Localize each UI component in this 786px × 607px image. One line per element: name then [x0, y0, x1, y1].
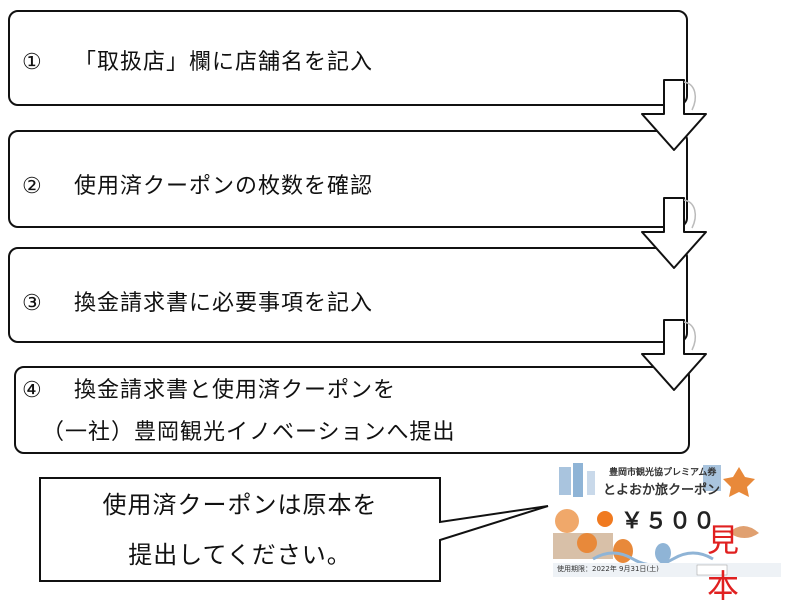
step-1-label: 「取扱店」欄に店舗名を記入: [74, 50, 374, 75]
step-3-text: ③ 換金請求書に必要事項を記入: [22, 285, 373, 317]
step-4-line-2: （一社）豊岡観光イノベーションへ提出: [42, 414, 456, 446]
step-1-text: ① 「取扱店」欄に店舗名を記入: [22, 44, 373, 76]
step-3-box: ③ 換金請求書に必要事項を記入: [8, 247, 688, 343]
step-4-box: ④ 換金請求書と使用済クーポンを （一社）豊岡観光イノベーションへ提出: [14, 366, 690, 454]
callout-text: 使用済クーポンは原本を 提出してください。: [40, 480, 440, 580]
callout-line-1: 使用済クーポンは原本を: [102, 491, 378, 519]
step-2-label: 使用済クーポンの枚数を確認: [74, 174, 374, 199]
step-1-box: ① 「取扱店」欄に店舗名を記入: [8, 10, 688, 106]
coupon-title: とよおか旅クーポン: [603, 483, 721, 498]
step-4-line-1: ④ 換金請求書と使用済クーポンを: [22, 372, 396, 404]
callout-line-2: 提出してください。: [128, 541, 352, 569]
step-4-label-line-2: （一社）豊岡観光イノベーションへ提出: [42, 420, 456, 445]
coupon-amount: ￥５００: [621, 509, 718, 534]
sample-stamp: 見本: [707, 521, 758, 605]
step-1-number: ①: [22, 50, 43, 75]
down-arrow-icon: [641, 319, 707, 391]
step-2-box: ② 使用済クーポンの枚数を確認: [8, 130, 688, 228]
step-3-label: 換金請求書に必要事項を記入: [74, 291, 374, 316]
coupon-illustration: [553, 459, 781, 577]
coupon-image: 豊岡市観光協プレミアム券 とよおか旅クーポン ￥５００ 使用期限：2022年 9…: [553, 459, 781, 605]
step-3-number: ③: [22, 291, 43, 316]
down-arrow-icon: [641, 197, 707, 269]
coupon-validity: 使用期限：2022年 9月31日(土): [557, 565, 659, 573]
step-2-number: ②: [22, 174, 43, 199]
step-4-label-line-1: 換金請求書と使用済クーポンを: [74, 378, 397, 403]
down-arrow-icon: [641, 79, 707, 151]
callout-box: [39, 477, 549, 582]
step-2-text: ② 使用済クーポンの枚数を確認: [22, 168, 373, 200]
step-4-number: ④: [22, 378, 43, 403]
coupon-header: 豊岡市観光協プレミアム券: [609, 468, 717, 478]
